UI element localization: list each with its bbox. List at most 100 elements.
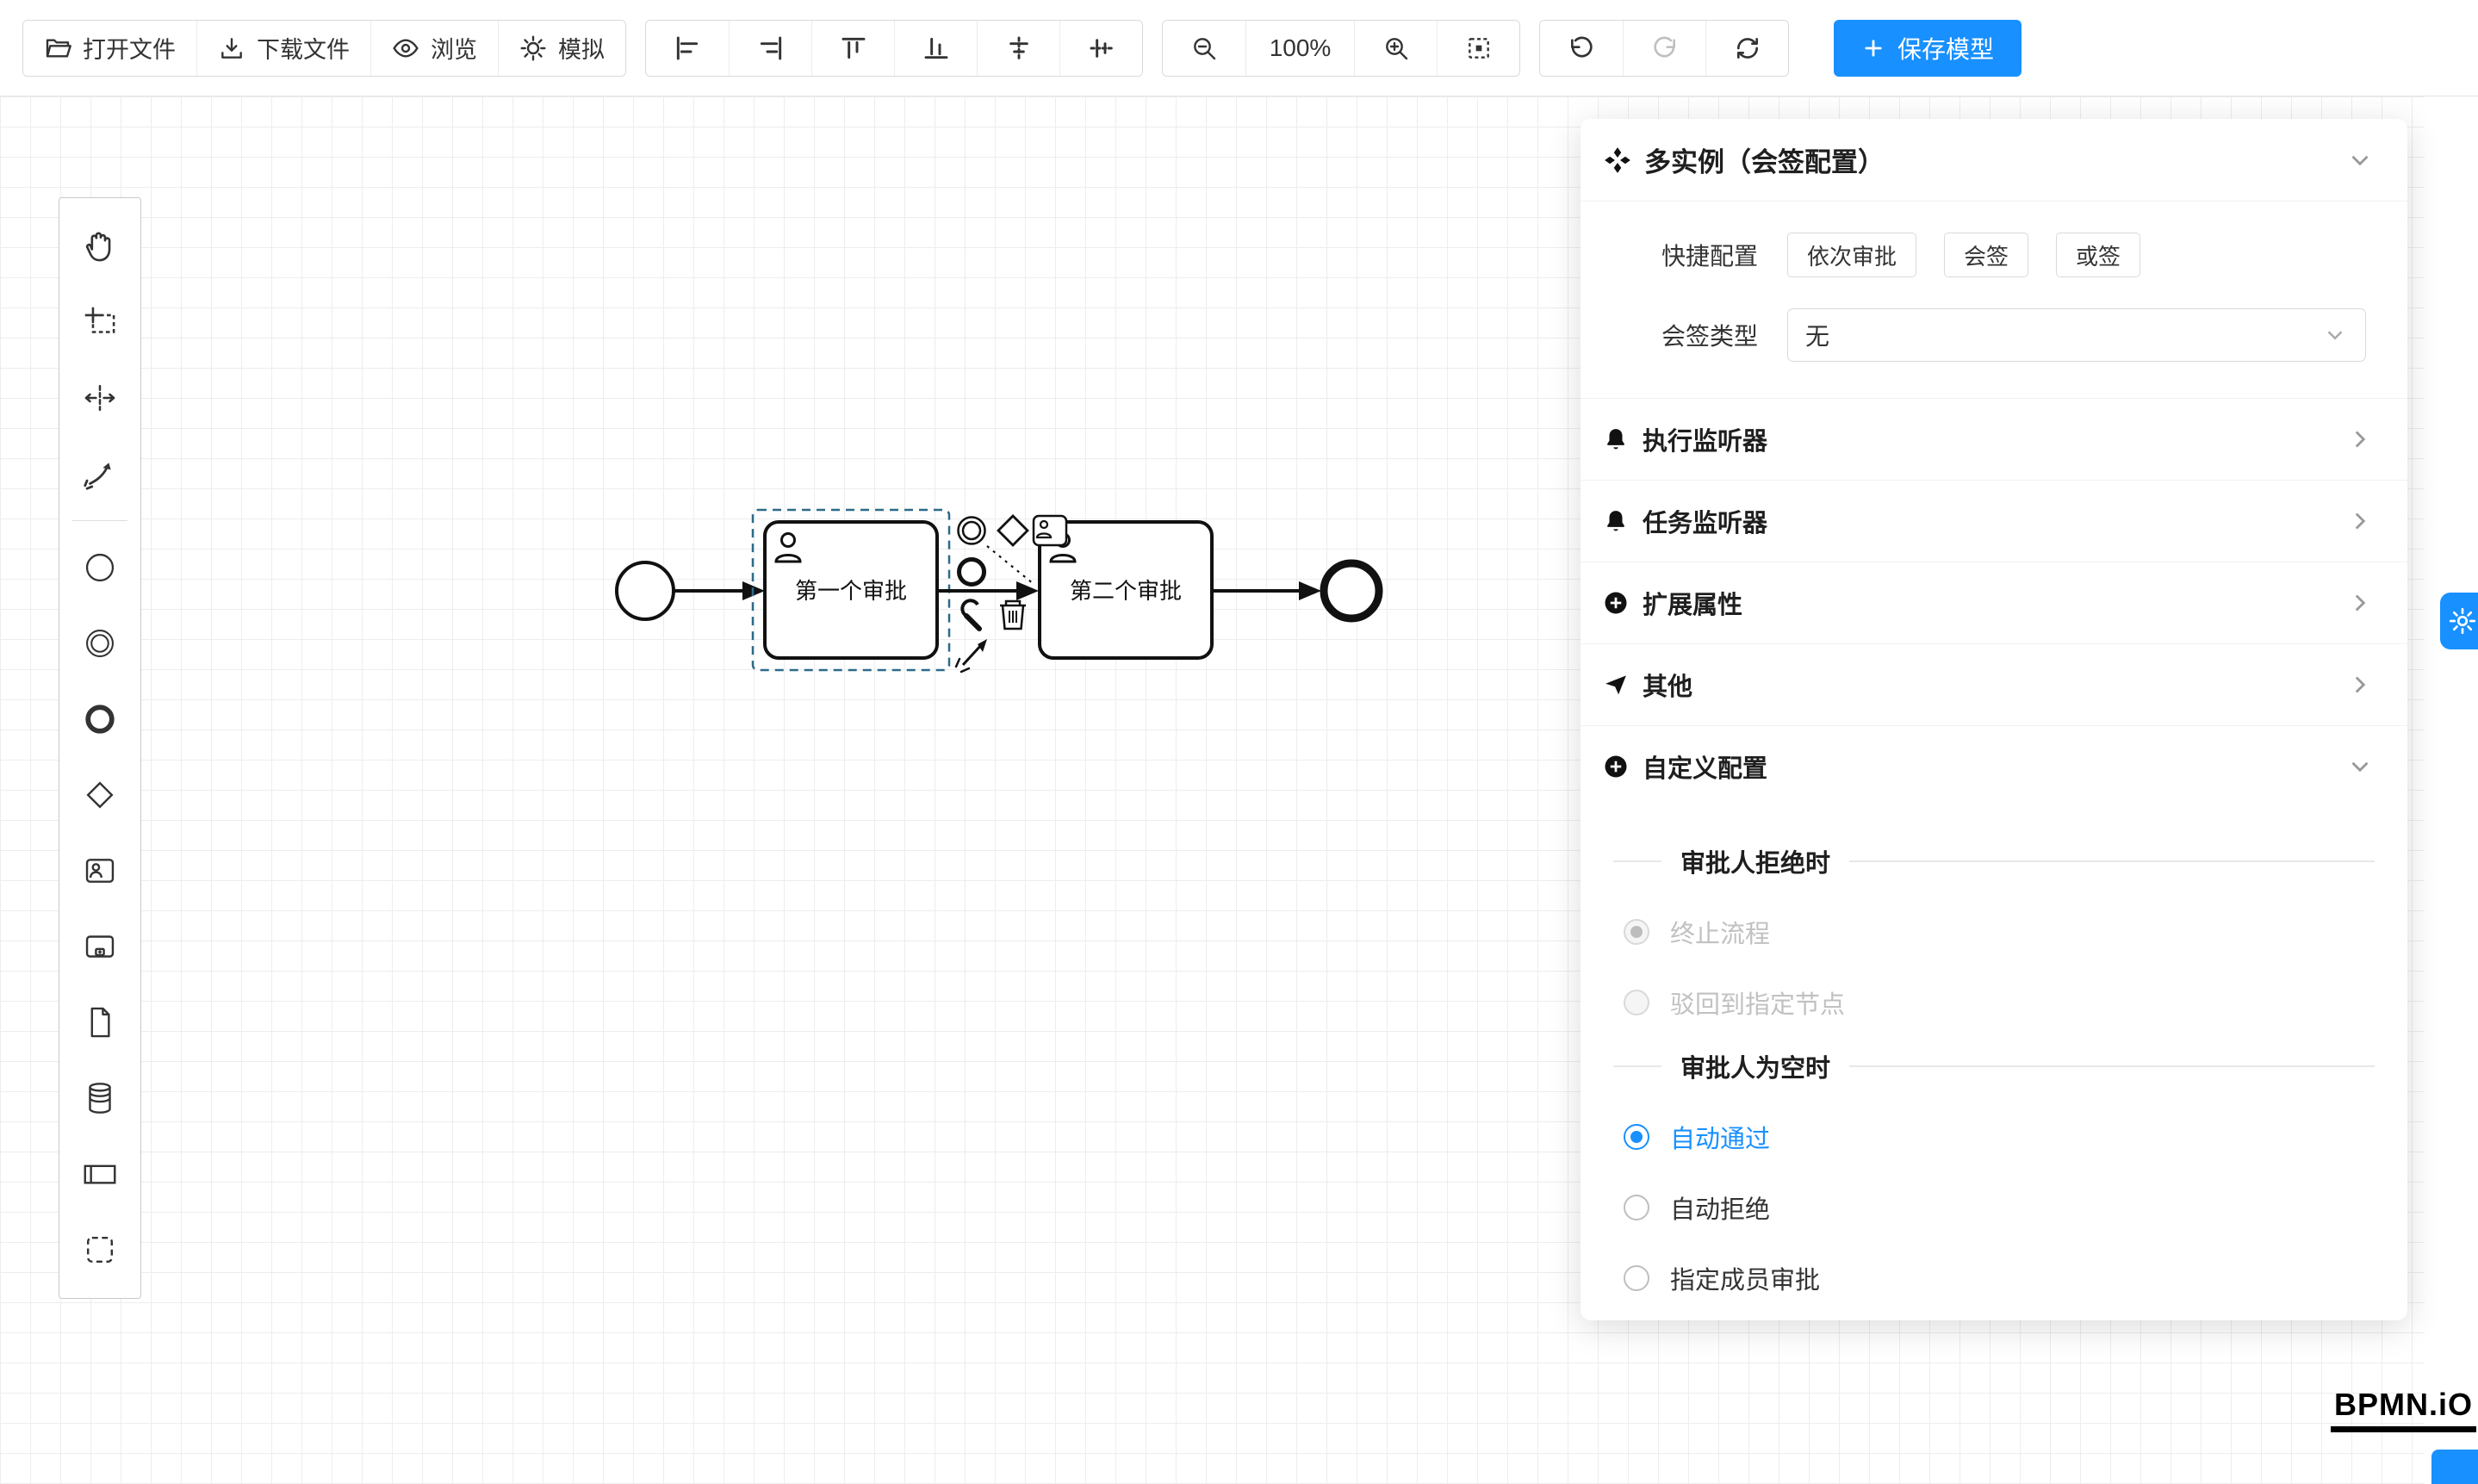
section-other[interactable]: 其他 xyxy=(1581,643,2407,725)
align-bottom-button[interactable] xyxy=(894,20,977,76)
align-center-vertical-button[interactable] xyxy=(1059,20,1142,76)
start-event-shape[interactable] xyxy=(615,561,675,621)
delete-trash-button[interactable] xyxy=(1000,599,1026,630)
sequence-flow-2[interactable] xyxy=(937,581,1039,600)
palette-global-connect-tool[interactable] xyxy=(62,436,138,512)
palette-create-user-task[interactable] xyxy=(62,833,138,909)
sign-type-value: 无 xyxy=(1805,323,1830,350)
simulate-label: 模拟 xyxy=(558,37,605,63)
chevron-down-icon xyxy=(2327,331,2343,340)
radio-return-to-node[interactable]: 驳回到指定节点 xyxy=(1624,984,2375,1021)
radio-designated-member[interactable]: 指定成员审批 xyxy=(1624,1260,2375,1296)
palette-space-tool[interactable] xyxy=(62,360,138,436)
palette-create-data-store[interactable] xyxy=(62,1060,138,1136)
zoom-in-icon xyxy=(1385,37,1407,59)
preview-button[interactable]: 浏览 xyxy=(370,20,498,76)
global-connect-tool-icon xyxy=(84,463,111,490)
gateway-icon xyxy=(86,781,114,809)
chevron-right-icon xyxy=(2345,588,2375,618)
chevron-down-icon xyxy=(2351,155,2369,165)
settings-tab[interactable] xyxy=(2440,593,2478,649)
align-left-button[interactable] xyxy=(646,20,729,76)
bpmn-io-logo[interactable]: BPMN.iO xyxy=(2331,1387,2477,1432)
radio-label: 驳回到指定节点 xyxy=(1670,991,1846,1019)
undo-button[interactable] xyxy=(1540,20,1623,76)
countersign-button[interactable]: 会签 xyxy=(1944,233,2029,277)
sign-type-select[interactable]: 无 xyxy=(1787,308,2367,362)
toolbar: 打开文件 下载文件 浏览 模拟 xyxy=(0,0,2478,96)
align-top-button[interactable] xyxy=(811,20,894,76)
participant-icon xyxy=(84,1164,116,1184)
section-extended-attributes[interactable]: 扩展属性 xyxy=(1581,562,2407,643)
panel-collapse-chevron[interactable] xyxy=(2345,146,2375,175)
open-file-button[interactable]: 打开文件 xyxy=(23,20,196,76)
quick-config-label: 快捷配置 xyxy=(1661,243,1759,270)
panel-header[interactable]: 多实例（会签配置） xyxy=(1581,119,2407,202)
corner-button[interactable] xyxy=(2431,1450,2478,1484)
radio-circle xyxy=(1624,990,1649,1015)
append-gateway-button[interactable] xyxy=(997,514,1029,547)
redo-icon xyxy=(1653,36,1675,58)
connect-tool-button[interactable] xyxy=(954,639,987,674)
reject-divider-title: 审批人拒绝时 xyxy=(1680,850,1831,878)
bpmn-diagram[interactable]: 第一个审批 第二个审批 xyxy=(0,96,2478,1484)
data-store-icon xyxy=(89,1083,111,1114)
align-right-button[interactable] xyxy=(729,20,811,76)
palette-lasso-tool[interactable] xyxy=(62,284,138,360)
empty-divider: 审批人为空时 xyxy=(1613,1048,2375,1084)
gear-icon xyxy=(2449,607,2476,635)
palette-create-data-object[interactable] xyxy=(62,984,138,1060)
replace-wrench-button[interactable] xyxy=(960,599,982,631)
sequential-approval-button[interactable]: 依次审批 xyxy=(1787,233,1917,277)
canvas[interactable]: 第一个审批 第二个审批 xyxy=(0,96,2478,1484)
palette-create-end-event[interactable] xyxy=(62,681,138,757)
chevron-right-icon xyxy=(2345,506,2375,536)
sequence-flow-1[interactable] xyxy=(674,581,765,600)
panel-title: 多实例（会签配置） xyxy=(1644,147,1885,177)
append-intermediate-event-button[interactable] xyxy=(957,516,986,545)
append-end-event-button[interactable] xyxy=(957,557,986,587)
simulate-button[interactable]: 模拟 xyxy=(498,20,625,76)
palette-create-subprocess[interactable] xyxy=(62,909,138,984)
or-sign-button[interactable]: 或签 xyxy=(2056,233,2141,277)
section-custom-config[interactable]: 自定义配置 xyxy=(1581,725,2407,807)
radio-terminate-process[interactable]: 终止流程 xyxy=(1624,914,2375,950)
radio-label: 自动拒绝 xyxy=(1670,1196,1771,1224)
refresh-button[interactable] xyxy=(1705,20,1788,76)
sign-type-row: 会签类型 无 xyxy=(1581,308,2407,362)
zoom-in-button[interactable] xyxy=(1354,20,1437,76)
group-icon xyxy=(86,1236,114,1264)
bell-icon xyxy=(1607,429,1624,450)
align-center-horizontal-button[interactable] xyxy=(977,20,1059,76)
palette-separator xyxy=(72,520,127,521)
palette-create-intermediate-event[interactable] xyxy=(62,605,138,681)
section-task-listener[interactable]: 任务监听器 xyxy=(1581,480,2407,562)
redo-button[interactable] xyxy=(1623,20,1705,76)
zoom-level: 100% xyxy=(1245,20,1354,76)
radio-circle xyxy=(1624,919,1649,945)
canvas-right-strip xyxy=(2425,96,2478,1484)
reset-zoom-button[interactable] xyxy=(1437,20,1519,76)
simulate-icon xyxy=(520,34,546,61)
download-file-label: 下载文件 xyxy=(257,37,350,63)
section-execution-listener[interactable]: 执行监听器 xyxy=(1581,398,2407,480)
palette-create-start-event[interactable] xyxy=(62,530,138,605)
end-event-shape[interactable] xyxy=(1320,559,1383,623)
append-user-task-button[interactable] xyxy=(1032,514,1068,547)
palette-create-gateway[interactable] xyxy=(62,757,138,833)
sequence-flow-3[interactable] xyxy=(1212,581,1321,600)
start-event-icon xyxy=(85,553,115,582)
zoom-out-button[interactable] xyxy=(1163,20,1245,76)
radio-auto-reject[interactable]: 自动拒绝 xyxy=(1624,1189,2375,1226)
palette-hand-tool[interactable] xyxy=(62,208,138,284)
palette-create-group[interactable] xyxy=(62,1212,138,1288)
download-file-button[interactable]: 下载文件 xyxy=(196,20,370,76)
save-model-button[interactable]: 保存模型 xyxy=(1834,19,2022,77)
radio-auto-pass[interactable]: 自动通过 xyxy=(1624,1119,2375,1155)
bell-icon xyxy=(1607,511,1624,531)
task-1-shape[interactable]: 第一个审批 xyxy=(751,508,951,672)
task-2-shape[interactable]: 第二个审批 xyxy=(1038,520,1214,660)
palette-create-participant[interactable] xyxy=(62,1136,138,1212)
plus-circle-icon xyxy=(1605,755,1627,778)
